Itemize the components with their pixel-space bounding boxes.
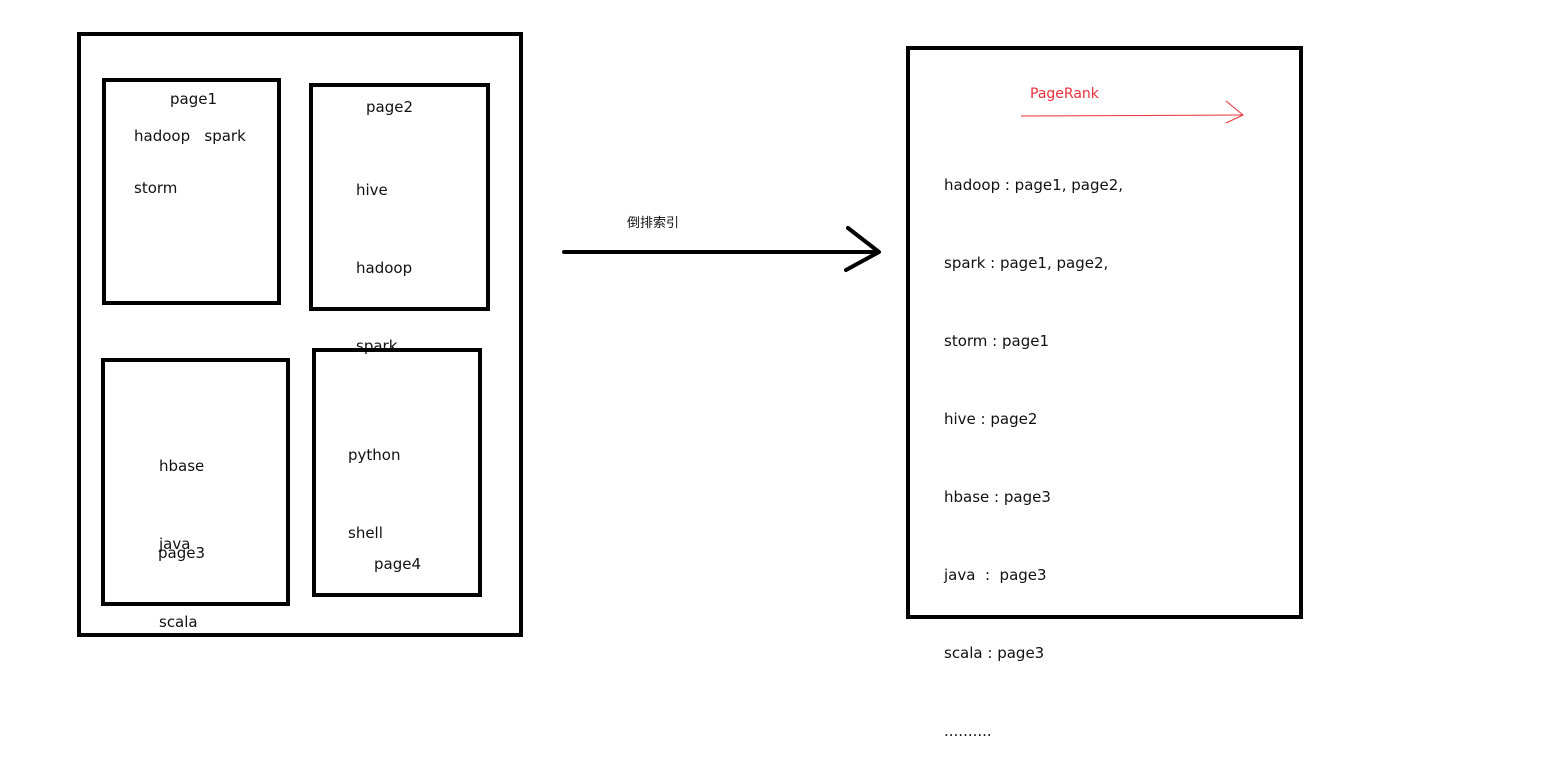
index-entry: hbase : page3 — [944, 488, 1051, 506]
index-entries: hadoop : page1, page2, spark : page1, pa… — [944, 120, 1123, 770]
page3-title: page3 — [158, 544, 206, 562]
documents-container — [77, 32, 523, 637]
transform-arrow — [562, 226, 881, 272]
page2-terms: hive hadoop spark — [356, 125, 412, 385]
page3-term: java — [159, 535, 191, 553]
page2-term: hive — [356, 181, 388, 199]
page2-term: hadoop — [356, 259, 413, 277]
page3-terms: hbase java scala — [159, 401, 204, 661]
page4-term: shell — [348, 524, 383, 542]
page3-box — [101, 358, 290, 606]
arrows-layer — [562, 100, 1244, 272]
page2-box — [309, 83, 490, 311]
index-entry: .......... — [944, 722, 992, 740]
index-entry: spark : page1, page2, — [944, 254, 1109, 272]
index-entry: storm : page1 — [944, 332, 1049, 350]
page1-terms-line2: storm — [134, 179, 178, 197]
page2-title: page2 — [366, 98, 414, 116]
page1-box — [102, 78, 281, 305]
inverted-index-box — [906, 46, 1303, 619]
page4-title: page4 — [374, 555, 422, 573]
index-entry: java : page3 — [944, 566, 1047, 584]
index-entry: scala : page3 — [944, 644, 1045, 662]
page3-term: hbase — [159, 457, 205, 475]
inverted-index-label: 倒排索引 — [627, 216, 680, 231]
index-entry: hive : page2 — [944, 410, 1038, 428]
pagerank-label: PageRank — [1030, 86, 1099, 102]
page4-terms: python shell — [348, 390, 400, 572]
page4-term: python — [348, 446, 401, 464]
page4-box — [312, 348, 482, 597]
page3-term: scala — [159, 613, 198, 631]
pagerank-arrow — [1020, 100, 1244, 124]
index-entry: hadoop : page1, page2, — [944, 176, 1124, 194]
page1-title: page1 — [170, 90, 218, 108]
page1-terms-line1: hadoop spark — [134, 127, 246, 145]
